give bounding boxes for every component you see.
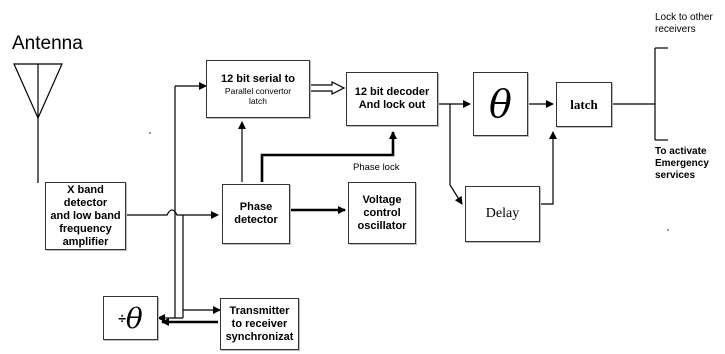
connector-decoder-to-delay: [449, 104, 463, 205]
decoder-block: 12 bit decoder And lock out: [346, 72, 438, 126]
theta-symbol: θ: [489, 82, 512, 126]
theta-block: θ: [473, 72, 528, 136]
lock-other-receivers-label: Lock to other receivers: [655, 12, 713, 35]
transmitter-block: Transmitter to receiver synchronizat: [220, 298, 299, 350]
antenna-icon: [13, 63, 63, 183]
div-theta-symbol: θ: [125, 301, 143, 335]
serial-block-subtitle: Parallel convertor latch: [224, 85, 292, 106]
serial-block-title: 12 bit serial to: [221, 72, 295, 85]
phase-lock-label: Phase lock: [353, 162, 400, 173]
serial-to-parallel-block: 12 bit serial to Parallel convertor latc…: [206, 60, 310, 118]
vco-block: Voltage control oscillator: [348, 182, 416, 244]
connector-phase-to-decoder: [260, 131, 397, 182]
antenna-label: Antenna: [12, 33, 83, 54]
divide-icon: ÷: [118, 310, 126, 326]
connector-xband-to-phase: [126, 209, 219, 219]
activate-emergency-label: To activate Emergency services: [655, 146, 709, 181]
connector-serial-to-decoder: [309, 81, 346, 95]
div-theta-block: ÷ θ: [103, 296, 158, 340]
delay-block: Delay: [465, 186, 540, 242]
connector-delay-to-latch: [540, 131, 557, 205]
latch-block: latch: [556, 82, 612, 127]
phase-detector-block: Phase detector: [222, 184, 290, 244]
x-band-detector-block: X band detector and low band frequency a…: [45, 182, 126, 250]
